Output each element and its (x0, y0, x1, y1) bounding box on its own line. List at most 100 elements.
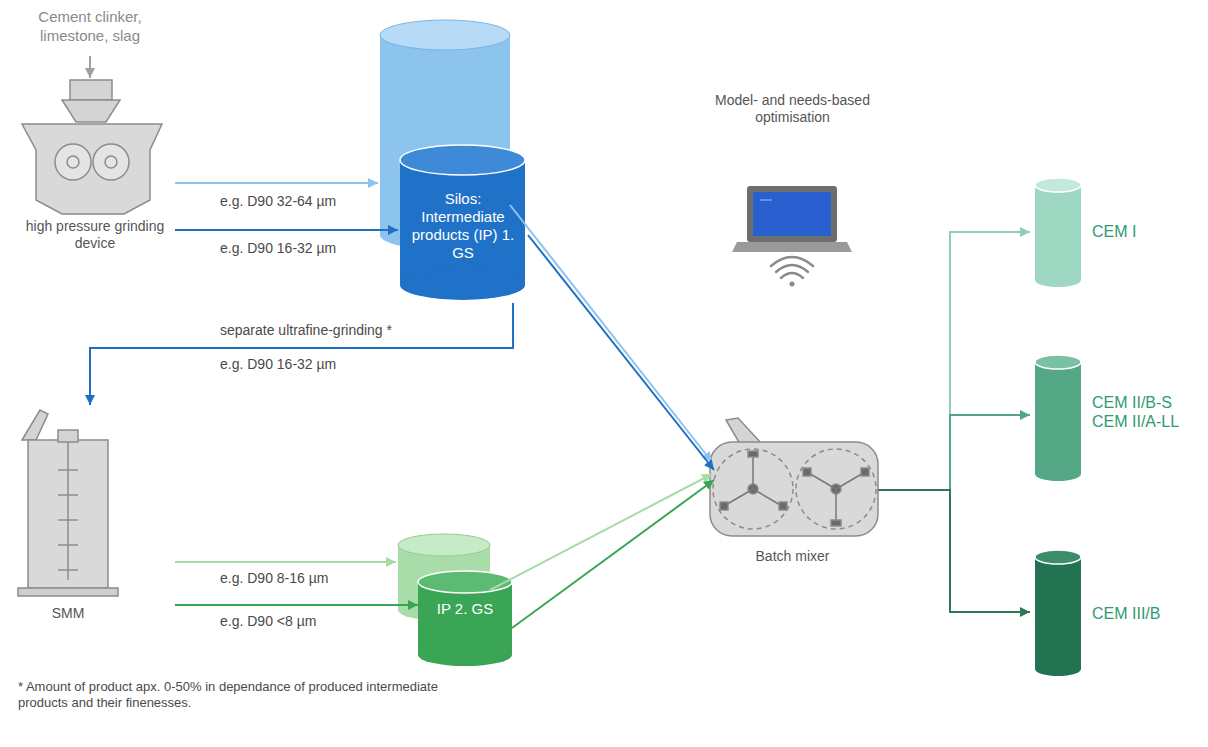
node-label: CEM II/B-S CEM II/A-LL (1092, 393, 1197, 431)
flow-arrow (90, 303, 513, 405)
flow-arrow (878, 415, 1030, 490)
edge-label: e.g. D90 32-64 µm (220, 193, 420, 211)
ip2-front-part (418, 571, 512, 593)
cem-cylinder (1035, 355, 1081, 481)
mixer-symbol-part (835, 489, 837, 522)
feed-arrow (90, 56, 91, 78)
cem-cylinder-part (1035, 178, 1081, 192)
grinder-symbol-part (22, 124, 162, 214)
cem-cylinder-part (1035, 557, 1081, 669)
laptop-symbol-part (747, 186, 837, 242)
flow-arrow (528, 235, 714, 470)
node-label: Silos: Intermediate products (IP) 1. GS (402, 190, 524, 262)
smm-symbol-part (58, 544, 78, 546)
flow-arrow (512, 480, 714, 628)
laptop-symbol-part (753, 192, 831, 236)
grinder-symbol (22, 80, 162, 214)
mixer-symbol-part (710, 442, 878, 536)
grinder-symbol-part (67, 156, 79, 168)
smm-symbol (18, 410, 118, 596)
mixer-node: Batch mixer (700, 416, 885, 578)
edge-label: e.g. D90 8-16 µm (220, 570, 420, 588)
cem-cylinder-part (1035, 355, 1081, 369)
flow-arrow (878, 490, 1030, 612)
cement-node: CEM I (1030, 180, 1195, 285)
smm-node: SMM (15, 405, 175, 635)
process-note: separate ultrafine-grinding * (220, 322, 480, 340)
mixer-symbol-part (796, 449, 876, 529)
node-label: IP 2. GS (420, 600, 510, 618)
cem-cylinder (1035, 550, 1081, 676)
node-label: CEM III/B (1092, 604, 1192, 623)
mixer-symbol-part (752, 456, 754, 489)
wifi-symbol-part (776, 265, 808, 272)
node-label: Batch mixer (700, 548, 885, 565)
cem-cylinder-part (1035, 467, 1081, 481)
mixer-symbol-part (803, 468, 811, 476)
optimisation-node: Model- and needs-based optimisation (700, 92, 885, 257)
mixer-symbol-part (861, 468, 869, 476)
node-label: SMM (18, 605, 118, 622)
wifi-symbol (771, 257, 813, 287)
grinder-symbol-part (55, 144, 91, 180)
edge-label: e.g. D90 <8 µm (220, 613, 420, 631)
flow-arrow (175, 182, 378, 184)
cem-cylinder-part (1035, 550, 1081, 564)
input-note: Cement clinker, limestone, slag (25, 8, 155, 46)
edge-label: e.g. D90 16-32 µm (220, 240, 420, 258)
grinder-symbol-part (70, 80, 112, 100)
mixer-symbol-part (748, 451, 758, 457)
grinder-symbol-part (62, 100, 120, 122)
wifi-symbol-part (790, 282, 795, 287)
laptop-symbol (732, 186, 852, 252)
mixer-symbol-part (753, 489, 782, 506)
flow-arrow (175, 604, 418, 606)
smm-symbol-part (58, 569, 78, 571)
cement-node: CEM II/B-S CEM II/A-LL (1030, 355, 1200, 480)
mixer-symbol-part (720, 502, 728, 510)
ip2-back-part (398, 534, 490, 556)
feed-arrow-part (89, 56, 91, 78)
flow-arrow (175, 229, 398, 231)
flow-arrow (878, 232, 1030, 490)
silo-front-part (400, 145, 525, 175)
edge-label: e.g. D90 16-32 µm (220, 356, 420, 374)
silo-front-part (400, 270, 525, 300)
flow-arrow (510, 205, 712, 462)
grinder-node: high pressure grinding device (15, 75, 175, 255)
smm-symbol-part (58, 469, 78, 471)
mixer-symbol-part (713, 449, 793, 529)
grinder-symbol-part (93, 144, 129, 180)
mixer-symbol-part (726, 418, 762, 444)
wifi-symbol-part (771, 257, 813, 266)
flow-arrow (490, 474, 712, 590)
grinder-symbol-part (105, 156, 117, 168)
footnote: * Amount of product apx. 0-50% in depend… (18, 679, 438, 712)
mixer-symbol-part (779, 502, 787, 510)
laptop-symbol-part (760, 200, 772, 201)
wifi-symbol-part (781, 273, 803, 278)
node-label: high pressure grinding device (15, 218, 175, 252)
smm-symbol-part (58, 430, 78, 442)
laptop-symbol-part (732, 242, 852, 252)
cem-cylinder-part (1035, 662, 1081, 676)
smm-symbol-part (58, 519, 78, 521)
mixer-symbol (710, 418, 878, 536)
mixer-symbol-part (831, 520, 841, 526)
cem-cylinder (1035, 178, 1081, 287)
silo-node: IP 2. GS (396, 530, 514, 665)
cement-node: CEM III/B (1030, 550, 1195, 675)
silo-front (400, 145, 525, 300)
node-label: CEM I (1092, 222, 1192, 241)
smm-symbol-part (58, 494, 78, 496)
flow-arrow (175, 561, 396, 563)
silo-node: Silos: Intermediate products (IP) 1. GS (378, 18, 528, 303)
silo-back-part (380, 20, 510, 50)
cem-cylinder-part (1035, 185, 1081, 280)
cem-cylinder-part (1035, 362, 1081, 474)
smm-symbol-part (28, 440, 108, 588)
silo-front-part (400, 160, 525, 285)
